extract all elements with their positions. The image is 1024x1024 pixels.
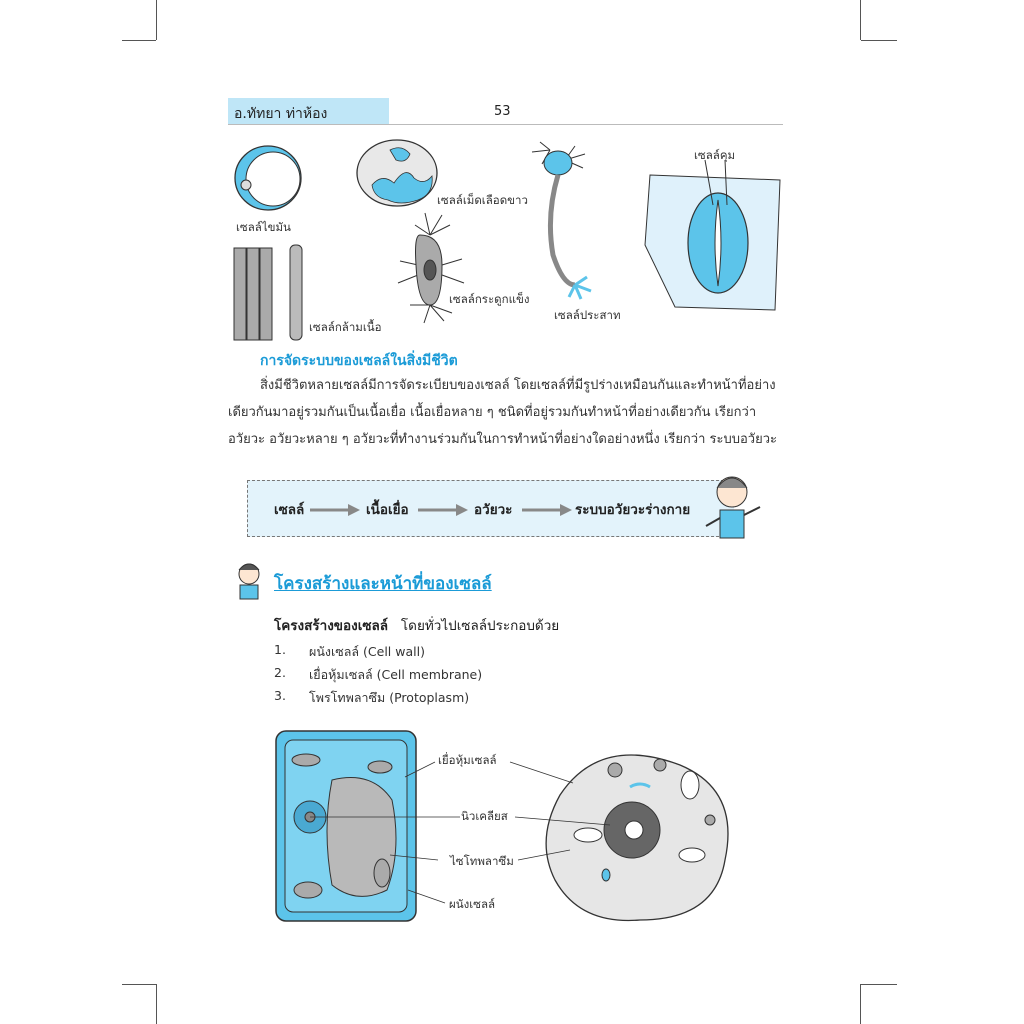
animal-cell-drawing (545, 754, 729, 922)
bone-cell-drawing (397, 212, 465, 324)
cell-wall-label: ผนังเซลล์ (449, 897, 496, 911)
crop-mark (122, 984, 156, 985)
teacher-character-icon (705, 476, 761, 539)
crop-mark (156, 0, 157, 40)
list-item-num: 3. (274, 688, 286, 703)
cell-structure-diagram (275, 730, 729, 922)
student-character-icon (238, 563, 260, 600)
structure-subtitle: โครงสร้างของเซลล์ โดยทั่วไปเซลล์ประกอบด้… (274, 614, 559, 636)
para-line-1: สิ่งมีชีวิตหลายเซลล์มีการจัดระเบียบของเซ… (260, 378, 776, 393)
list-item: เยื่อหุ้มเซลล์ (Cell membrane) (309, 667, 483, 682)
fat-cell-drawing (234, 145, 302, 211)
crop-mark (861, 40, 897, 41)
nucleus-label: นิวเคลียส (461, 809, 508, 823)
flow-item-organ: อวัยวะ (474, 502, 513, 518)
guard-cell-label: เซลล์คุม (694, 148, 736, 162)
cell-types-illustration (233, 139, 781, 341)
nerve-cell-label: เซลล์ประสาท (554, 308, 621, 322)
cytoplasm-label: ไซโทพลาซึม (450, 854, 514, 868)
structure-heading: โครงสร้างและหน้าที่ของเซลล์ (274, 574, 492, 594)
list-item: ผนังเซลล์ (Cell wall) (309, 644, 425, 659)
flow-item-cell: เซลล์ (274, 502, 305, 518)
guard-cell-drawing (644, 159, 781, 311)
crop-mark (861, 984, 897, 985)
plant-cell-drawing (275, 730, 417, 922)
bone-cell-label: เซลล์กระดูกแข็ง (449, 292, 530, 306)
crop-mark (122, 40, 156, 41)
header-rule (228, 124, 783, 125)
muscle-cell-label: เซลล์กล้ามเนื้อ (309, 320, 382, 334)
arrow-right-icon (418, 504, 468, 516)
flow-item-tissue: เนื้อเยื่อ (366, 502, 409, 518)
structure-subtitle-rest: โดยทั่วไปเซลล์ประกอบด้วย (400, 618, 560, 634)
para-line-2: เดียวกันมาอยู่รวมกันเป็นเนื้อเยื่อ เนื้อ… (228, 405, 757, 420)
fat-cell-label: เซลล์ไขมัน (236, 220, 291, 234)
header-author: อ.ทัทยา ท่าห้อง (234, 106, 328, 122)
header-bar (228, 98, 389, 124)
page-number: 53 (494, 104, 511, 119)
white-blood-cell-drawing (356, 139, 438, 207)
list-item-num: 2. (274, 665, 286, 680)
arrow-right-icon (522, 504, 572, 516)
membrane-label: เยื่อหุ้มเซลล์ (438, 753, 497, 767)
arrow-right-icon (310, 504, 360, 516)
muscle-cell-drawing (233, 244, 303, 341)
structure-subtitle-bold: โครงสร้างของเซลล์ (274, 618, 389, 634)
white-blood-cell-label: เซลล์เม็ดเลือดขาว (437, 193, 528, 207)
section-title: การจัดระบบของเซลล์ในสิ่งมีชีวิต (260, 353, 458, 369)
crop-mark (860, 0, 861, 40)
nerve-cell-drawing (531, 141, 592, 300)
crop-mark (860, 984, 861, 1024)
flow-item-system: ระบบอวัยวะร่างกาย (575, 502, 691, 518)
crop-mark (156, 984, 157, 1024)
list-item-num: 1. (274, 642, 286, 657)
para-line-3: อวัยวะ อวัยวะหลาย ๆ อวัยวะที่ทำงานร่วมกั… (228, 432, 778, 447)
list-item: โพรโทพลาซึม (Protoplasm) (309, 690, 470, 705)
